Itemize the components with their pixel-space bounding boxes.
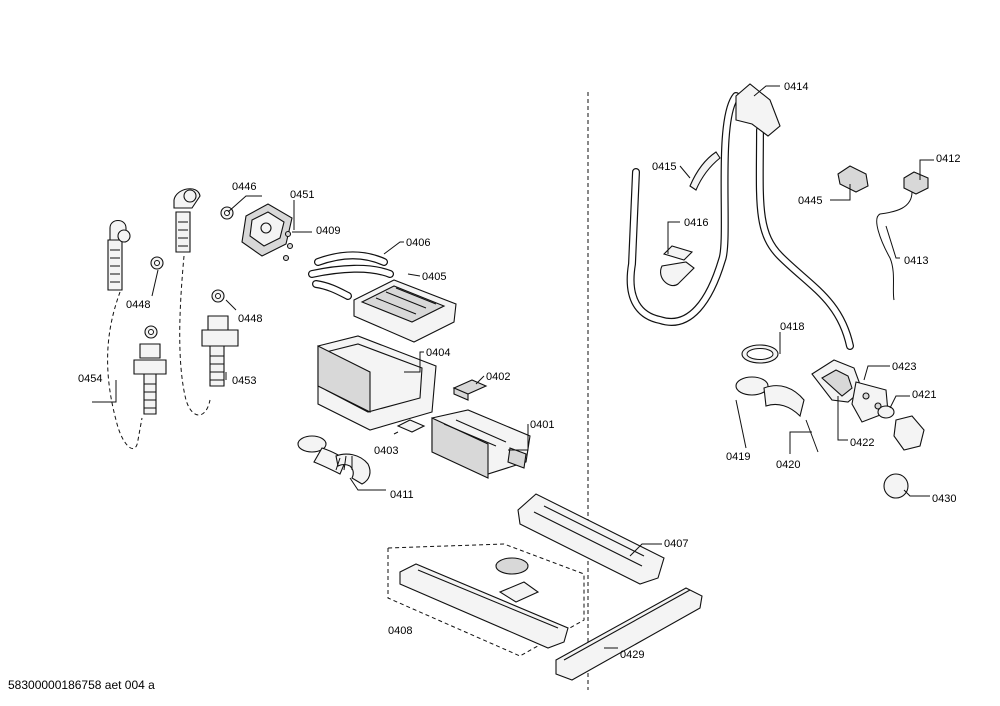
label-0451: 0451 — [290, 189, 314, 201]
dispenser-housing — [431, 409, 531, 479]
leader-lines — [92, 85, 934, 649]
dashed-outline-0408 — [387, 543, 585, 657]
hose-clamp-0416 — [660, 245, 695, 286]
label-0419: 0419 — [726, 451, 750, 463]
label-0403: 0403 — [374, 445, 398, 457]
hose-dashed-right — [179, 255, 211, 416]
label-0402: 0402 — [486, 371, 510, 383]
connector-0445 — [837, 165, 869, 193]
drain-hose-0414 — [626, 83, 854, 350]
bracket-0407 — [517, 493, 665, 585]
label-0407: 0407 — [664, 538, 688, 550]
label-0448-left: 0448 — [126, 299, 150, 311]
drain-pump — [811, 359, 889, 423]
dispenser-top-frame — [353, 279, 457, 343]
document-code: 58300000186758 aet 004 a — [8, 678, 155, 692]
seal-ring-0430 — [883, 473, 909, 499]
filter-0421 — [877, 405, 925, 451]
label-0445: 0445 — [798, 195, 822, 207]
drawer-small-part — [396, 419, 426, 433]
drawer-insert-part — [452, 379, 488, 401]
label-0415: 0415 — [652, 161, 676, 173]
bellows-hose — [297, 435, 371, 485]
inlet-valve — [241, 203, 294, 262]
label-0416: 0416 — [684, 217, 708, 229]
label-0422: 0422 — [850, 437, 874, 449]
label-0405: 0405 — [422, 271, 446, 283]
label-0453: 0453 — [232, 375, 256, 387]
filter-pin-0420 — [805, 419, 819, 453]
label-0430: 0430 — [932, 493, 956, 505]
label-0406: 0406 — [406, 237, 430, 249]
inlet-hose-left — [107, 219, 167, 415]
detergent-drawer — [317, 335, 437, 431]
label-0414: 0414 — [784, 81, 808, 93]
wire-0413 — [876, 191, 913, 301]
sensor-0412 — [903, 171, 929, 195]
sump-hose-0419 — [735, 376, 805, 418]
label-0404: 0404 — [426, 347, 450, 359]
label-0418: 0418 — [780, 321, 804, 333]
label-0446: 0446 — [232, 181, 256, 193]
label-0448-right: 0448 — [238, 313, 262, 325]
label-0411: 0411 — [390, 489, 414, 501]
hose-dashed-left — [107, 291, 143, 449]
label-0413: 0413 — [904, 255, 928, 267]
label-0412: 0412 — [936, 153, 960, 165]
base-plinth-0408 — [399, 557, 569, 649]
label-0420: 0420 — [776, 459, 800, 471]
label-0421: 0421 — [912, 389, 936, 401]
label-0401: 0401 — [530, 419, 554, 431]
label-0408: 0408 — [388, 625, 412, 637]
hose-0415 — [689, 151, 721, 191]
inlet-hose-right — [173, 188, 239, 387]
label-0423: 0423 — [892, 361, 916, 373]
label-0429: 0429 — [620, 649, 644, 661]
label-0409: 0409 — [316, 225, 340, 237]
supply-hoses — [308, 251, 394, 300]
label-0454: 0454 — [78, 373, 102, 385]
rail-0429 — [555, 587, 703, 681]
